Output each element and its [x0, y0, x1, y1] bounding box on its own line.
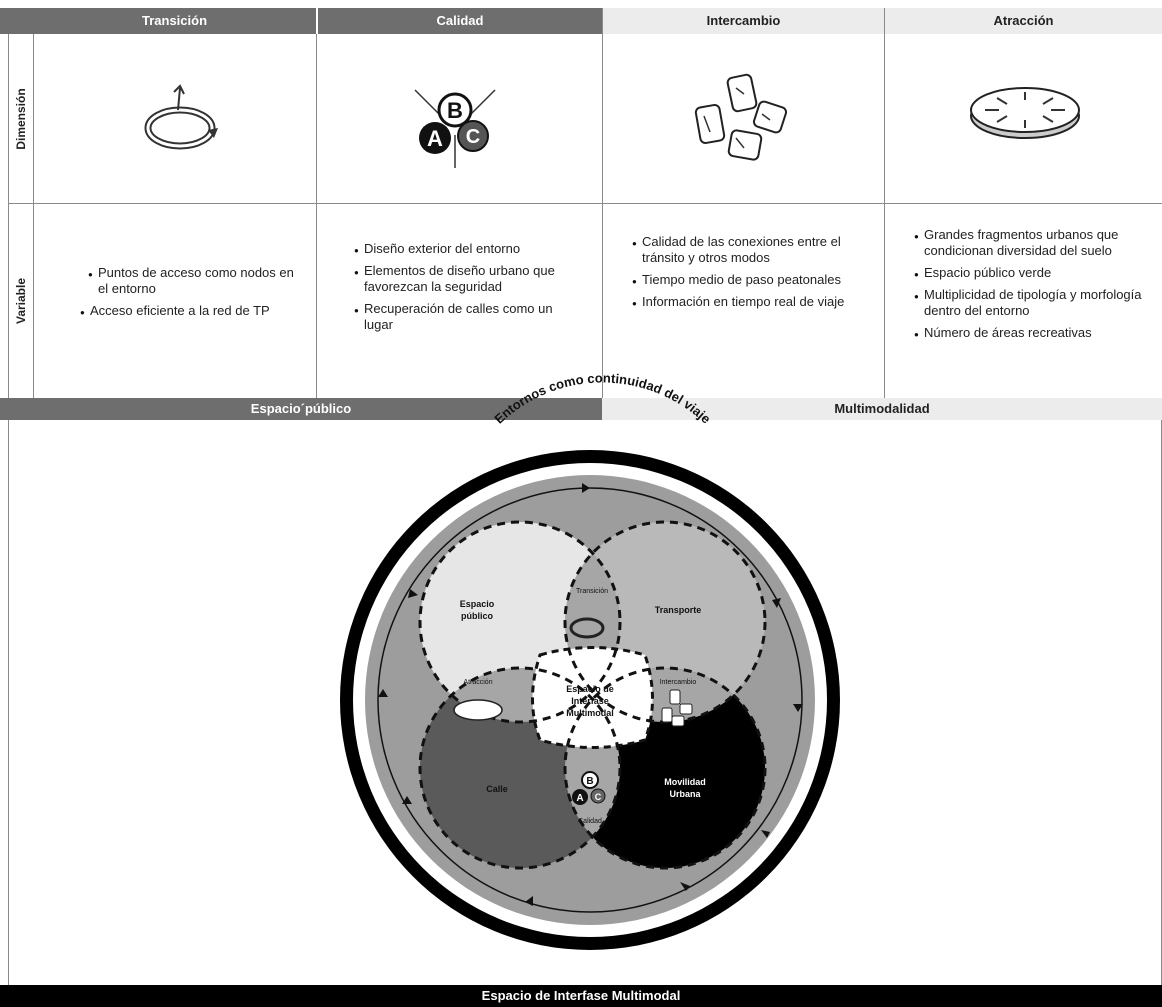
label-espacio-publico: público	[461, 611, 493, 621]
variables-intercambio: Calidad de las conexiones entre el tráns…	[632, 234, 854, 316]
svg-text:A: A	[576, 793, 583, 804]
svg-text:B: B	[586, 776, 593, 787]
grid-line	[8, 203, 1162, 204]
grid-line	[316, 34, 317, 398]
grid-line	[884, 34, 885, 398]
variables-calidad: Diseño exterior del entorno Elementos de…	[354, 241, 574, 339]
attraction-disc-icon	[970, 87, 1080, 139]
label-center: Multimodal	[566, 708, 614, 718]
svg-text:C: C	[466, 126, 480, 148]
abc-quality-icon: B A C	[572, 771, 606, 805]
list-item: Elementos de diseño urbano que favorezca…	[354, 263, 574, 295]
list-item: Espacio público verde	[914, 265, 1154, 283]
list-item: Puntos de acceso como nodos en el entorn…	[88, 265, 300, 297]
list-item: Información en tiempo real de viaje	[632, 294, 854, 312]
label-intercambio: Intercambio	[660, 679, 697, 686]
exchange-cards-icon	[694, 73, 788, 161]
inner-ring-label: Entornos como continuidad del viaje	[491, 370, 713, 426]
svg-text:C: C	[595, 792, 602, 802]
list-item: Multiplicidad de tipología y morfología …	[914, 287, 1154, 319]
list-item: Número de áreas recreativas	[914, 325, 1154, 343]
label-transporte: Transporte	[655, 605, 702, 615]
header-calidad: Calidad	[317, 8, 602, 34]
label-movilidad: Movilidad	[664, 777, 706, 787]
grid-line	[8, 34, 9, 398]
header-transicion: Transición	[33, 8, 316, 34]
svg-text:B: B	[447, 98, 463, 123]
grid-line	[33, 34, 34, 398]
list-item: Diseño exterior del entorno	[354, 241, 574, 259]
label-calidad: Calidad	[578, 818, 602, 825]
list-item: Calidad de las conexiones entre el tráns…	[632, 234, 854, 266]
grid-line	[602, 34, 603, 398]
label-atraccion: Atracción	[463, 679, 492, 686]
svg-text:A: A	[427, 126, 443, 151]
header-intercambio: Intercambio	[602, 8, 884, 34]
frame-line	[8, 420, 9, 985]
label-espacio-publico: Espacio	[460, 599, 495, 609]
list-item: Grandes fragmentos urbanos que condicion…	[914, 227, 1154, 259]
label-center: Espacio de	[566, 684, 614, 694]
header-atraccion: Atracción	[884, 8, 1162, 34]
ring-arrow-icon	[569, 617, 605, 639]
exchange-cards-icon	[661, 689, 693, 727]
label-transicion: Transición	[576, 588, 608, 595]
footer-bar: Espacio de Interfase Multimodal	[0, 985, 1162, 1007]
group-espacio-publico: Espacio´público	[0, 398, 602, 420]
attraction-disc-icon	[453, 699, 503, 721]
list-item: Tiempo medio de paso peatonales	[632, 272, 854, 290]
list-item: Acceso eficiente a la red de TP	[80, 303, 300, 321]
abc-quality-icon: B A C	[414, 89, 496, 168]
list-item: Recuperación de calles como un lugar	[354, 301, 574, 333]
label-center: Interfase	[571, 696, 609, 706]
ring-arrow-icon	[144, 84, 218, 150]
group-multimodalidad: Multimodalidad	[602, 398, 1162, 420]
label-calle: Calle	[486, 784, 508, 794]
label-movilidad: Urbana	[669, 789, 701, 799]
variables-atraccion: Grandes fragmentos urbanos que condicion…	[914, 227, 1154, 347]
variables-transicion: Puntos de acceso como nodos en el entorn…	[80, 265, 300, 325]
